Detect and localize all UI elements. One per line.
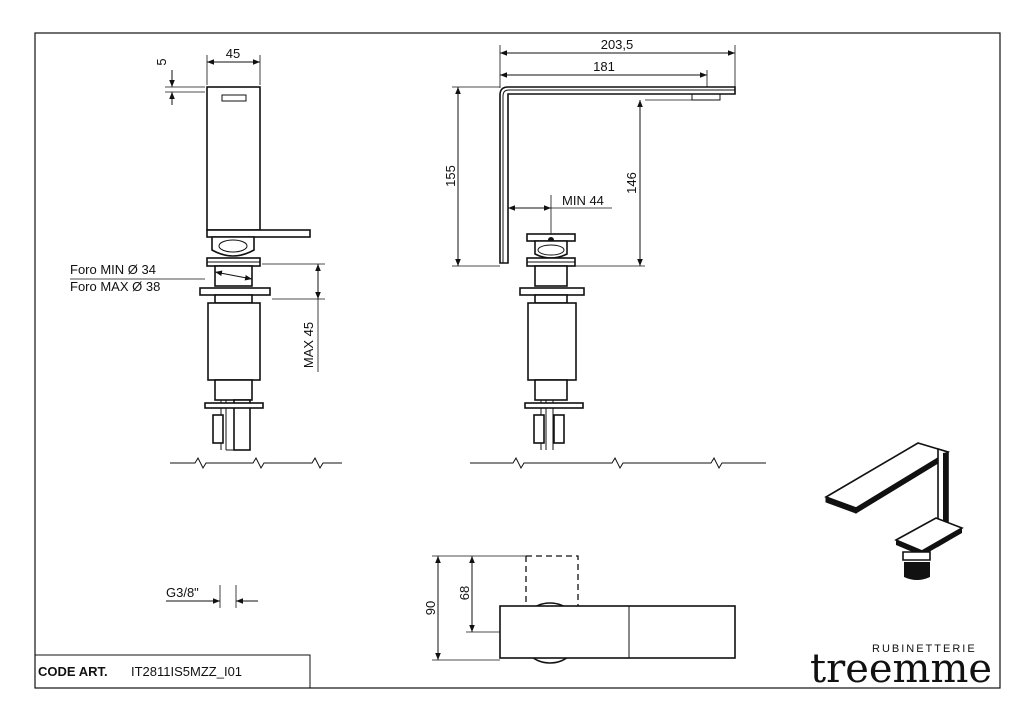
- dim-side-width: 45: [226, 46, 240, 61]
- dim-plan-depth: 90: [423, 601, 438, 615]
- dim-min-projection: MIN 44: [562, 193, 604, 208]
- plan-view: 90 68: [423, 555, 736, 664]
- brand-name: treemme: [810, 646, 992, 692]
- isometric-view: [824, 442, 964, 580]
- side-view: 45 5 Foro MIN Ø 34 Foro MAX Ø: [70, 46, 342, 470]
- thread-dimension: G3/8": [166, 585, 258, 608]
- dim-thread: G3/8": [166, 585, 199, 600]
- dim-hole-min: Foro MIN Ø 34: [70, 262, 156, 277]
- dim-spout-height: 146: [624, 172, 639, 194]
- brand-logo: RUBINETTERIE treemme: [810, 643, 992, 692]
- dim-hole-max: Foro MAX Ø 38: [70, 279, 160, 294]
- brand-subtitle: RUBINETTERIE: [872, 643, 977, 655]
- sheet-border: [34, 32, 1001, 689]
- dim-total-height: 155: [443, 165, 458, 187]
- code-value: IT2811IS5MZZ_I01: [131, 664, 242, 679]
- title-block: CODE ART. IT2811IS5MZZ_I01: [34, 654, 311, 689]
- code-label: CODE ART.: [38, 664, 108, 679]
- front-view: 203,5 181 155 146 MIN 44: [443, 37, 766, 470]
- dim-plan-inner: 68: [457, 586, 472, 600]
- dim-max-thickness: MAX 45: [301, 322, 316, 368]
- dim-top-height: 5: [154, 58, 169, 65]
- dim-overall-length: 203,5: [601, 37, 634, 52]
- dim-spout-length: 181: [593, 59, 615, 74]
